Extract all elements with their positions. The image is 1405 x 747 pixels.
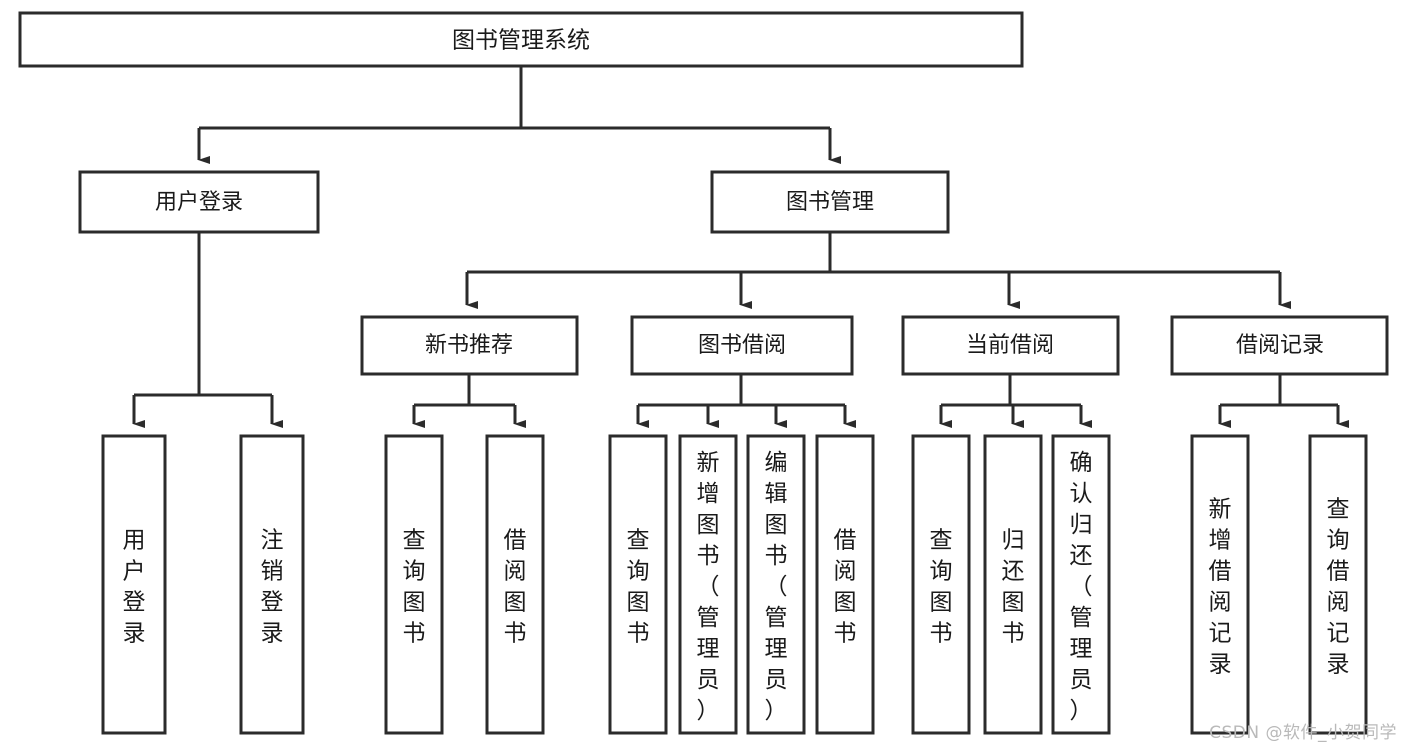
- leaf-node-box[interactable]: [101, 434, 167, 735]
- nodes-layer: 图书管理系统 用户登录 图书管理 新书推荐 图书借阅 当前借阅: [18, 11, 1389, 376]
- node-new-book-recommend-box[interactable]: [360, 315, 579, 376]
- leaf-node-box[interactable]: [239, 434, 305, 735]
- leaf-node[interactable]: 确认归还（管理员）: [1051, 434, 1111, 735]
- node-root-box[interactable]: [18, 11, 1024, 68]
- leaf-nodes-layer: 用户登录 注销登录 查询图书 借阅图书 查询图书 新增图书（管理员） 编辑图书（管理员） 借阅…: [101, 434, 1368, 735]
- leaf-node-box[interactable]: [983, 434, 1043, 735]
- leaf-node-label: 查询图书: [403, 527, 426, 646]
- leaf-node-label: 确认归还（管理员）: [1070, 450, 1093, 724]
- node-new-book-recommend-label: 新书推荐: [425, 333, 513, 358]
- leaf-node-box[interactable]: [911, 434, 971, 735]
- node-book-manage-box[interactable]: [710, 170, 950, 234]
- leaf-node-label: 查询图书: [930, 527, 953, 646]
- leaf-node-label: 新增图书（管理员）: [697, 450, 720, 724]
- leaf-node-label: 查询借阅记录: [1327, 496, 1350, 677]
- leaf-node[interactable]: 归还图书: [983, 434, 1043, 735]
- leaf-node-box[interactable]: [485, 434, 545, 735]
- node-current-borrow-box[interactable]: [901, 315, 1120, 376]
- node-user-login[interactable]: 用户登录: [78, 170, 320, 234]
- leaf-node-label: 借阅图书: [504, 527, 527, 646]
- leaf-node-label: 用户登录: [123, 527, 146, 646]
- leaf-node[interactable]: 查询图书: [608, 434, 668, 735]
- csdn-watermark: CSDN @软件_小贺同学: [1209, 723, 1397, 743]
- leaf-node[interactable]: 用户登录: [101, 434, 167, 735]
- leaf-node[interactable]: 查询图书: [911, 434, 971, 735]
- node-borrow-record[interactable]: 借阅记录: [1170, 315, 1389, 376]
- leaf-node-box[interactable]: [1308, 434, 1368, 735]
- node-new-book-recommend[interactable]: 新书推荐: [360, 315, 579, 376]
- node-book-borrow[interactable]: 图书借阅: [630, 315, 854, 376]
- leaf-node[interactable]: 新增借阅记录: [1190, 434, 1250, 735]
- node-borrow-record-box[interactable]: [1170, 315, 1389, 376]
- node-current-borrow[interactable]: 当前借阅: [901, 315, 1120, 376]
- node-user-login-box[interactable]: [78, 170, 320, 234]
- leaf-node[interactable]: 新增图书（管理员）: [678, 434, 738, 735]
- edges-layer: [132, 66, 1349, 428]
- leaf-node[interactable]: 查询借阅记录: [1308, 434, 1368, 735]
- leaf-node-box[interactable]: [678, 434, 738, 735]
- leaf-node-box[interactable]: [384, 434, 444, 735]
- leaf-node-box[interactable]: [608, 434, 668, 735]
- node-current-borrow-label: 当前借阅: [966, 333, 1054, 358]
- node-borrow-record-label: 借阅记录: [1236, 333, 1324, 358]
- node-user-login-label: 用户登录: [155, 190, 243, 215]
- node-book-borrow-label: 图书借阅: [698, 333, 786, 358]
- node-book-manage-label: 图书管理: [786, 190, 874, 215]
- leaf-node-box[interactable]: [1051, 434, 1111, 735]
- leaf-node[interactable]: 编辑图书（管理员）: [746, 434, 806, 735]
- leaf-node[interactable]: 借阅图书: [815, 434, 875, 735]
- leaf-node-label: 注销登录: [261, 527, 284, 646]
- leaf-node-label: 归还图书: [1002, 527, 1025, 646]
- leaf-node-label: 查询图书: [627, 527, 650, 646]
- node-root-label: 图书管理系统: [452, 28, 590, 54]
- leaf-node-label: 新增借阅记录: [1209, 496, 1232, 677]
- node-book-manage[interactable]: 图书管理: [710, 170, 950, 234]
- node-book-borrow-box[interactable]: [630, 315, 854, 376]
- leaf-node[interactable]: 查询图书: [384, 434, 444, 735]
- leaf-node[interactable]: 注销登录: [239, 434, 305, 735]
- leaf-node-label: 借阅图书: [834, 527, 857, 646]
- leaf-node-box[interactable]: [1190, 434, 1250, 735]
- leaf-node[interactable]: 借阅图书: [485, 434, 545, 735]
- leaf-node-box[interactable]: [746, 434, 806, 735]
- node-root[interactable]: 图书管理系统: [18, 11, 1024, 68]
- leaf-node-label: 编辑图书（管理员）: [765, 450, 788, 724]
- leaf-node-box[interactable]: [815, 434, 875, 735]
